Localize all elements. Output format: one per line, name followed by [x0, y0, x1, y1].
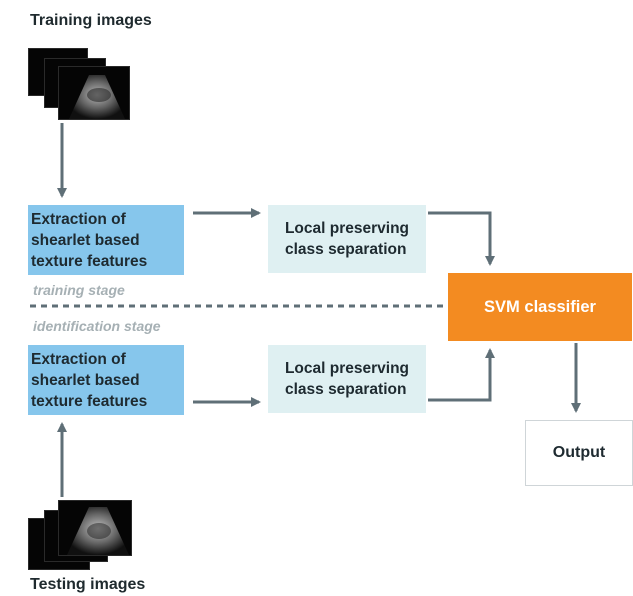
training-stage-label: training stage — [33, 282, 125, 298]
train-extraction-box: Extraction of shearlet based texture fea… — [28, 205, 184, 275]
ultrasound-image — [69, 75, 125, 119]
training-image-3 — [58, 66, 130, 120]
test-lpcs-box: Local preserving class separation — [268, 345, 426, 413]
testing-images-label: Testing images — [30, 576, 146, 593]
ultrasound-image — [67, 507, 129, 555]
arrow-train-lpcs-to-svm — [428, 211, 495, 266]
arrow-test-lpcs-to-svm — [428, 348, 495, 402]
svm-classifier-box: SVM classifier — [448, 273, 632, 341]
training-images-label: Training images — [30, 12, 152, 29]
testing-image-3 — [58, 500, 132, 556]
output-box: Output — [525, 420, 633, 486]
identification-stage-label: identification stage — [33, 318, 161, 334]
train-lpcs-box: Local preserving class separation — [268, 205, 426, 273]
test-extraction-box: Extraction of shearlet based texture fea… — [28, 345, 184, 415]
